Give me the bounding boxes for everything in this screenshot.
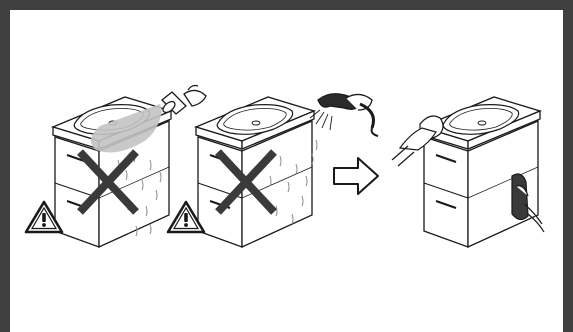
panel-pour-water [24, 84, 207, 248]
cross-mark-icon [77, 149, 139, 215]
hand-with-cloth-icon [511, 173, 545, 233]
panel-spray-water [166, 93, 379, 248]
spray-lines [309, 109, 333, 131]
hose-spray-icon [317, 93, 379, 137]
hand-with-cloth-icon [391, 115, 444, 167]
cross-mark-icon [215, 149, 277, 215]
arrow-right-icon [333, 157, 379, 195]
cup-pouring-water-icon [161, 84, 207, 115]
panel-wipe-with-cloth [391, 96, 545, 248]
water-splash [90, 104, 162, 153]
